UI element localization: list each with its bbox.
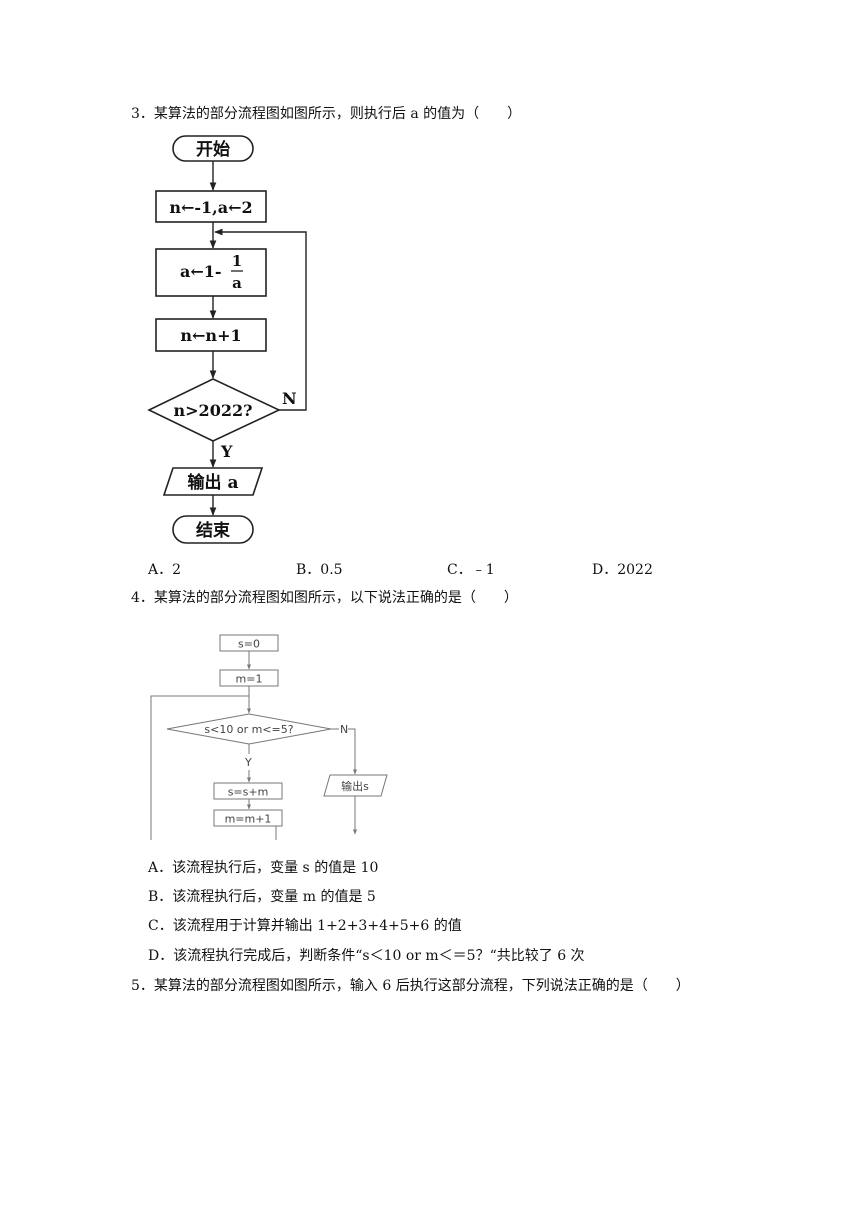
loop-back-line bbox=[150, 695, 277, 840]
output-label: 输出 a bbox=[188, 472, 239, 493]
s-update-box bbox=[213, 782, 283, 800]
q4-option-b: B．该流程执行后，变量 m 的值是 5 bbox=[148, 889, 376, 905]
s-init-label: s=0 bbox=[238, 638, 260, 651]
flowchart-q3: 开始 n←-1,a←2 a←1- 1 a n←n+1 n>2022? N Y 输… bbox=[147, 135, 307, 544]
assign-a-left: a←1- bbox=[180, 262, 222, 281]
yes-label: Y bbox=[244, 756, 252, 769]
loop-back-line bbox=[214, 228, 307, 411]
start-label: 开始 bbox=[196, 139, 230, 160]
assign-a-numerator: 1 bbox=[232, 252, 242, 270]
m-update-box bbox=[213, 809, 283, 827]
q3-option-a: A．2 bbox=[148, 562, 182, 578]
init-box bbox=[155, 190, 267, 223]
s-update-label: s=s+m bbox=[228, 786, 269, 799]
no-label: N bbox=[340, 723, 348, 736]
init-label: n←-1,a←2 bbox=[169, 198, 252, 217]
question-4-stem: 4．某算法的部分流程图如图所示，以下说法正确的是（ ） bbox=[131, 590, 518, 606]
output-parallelogram bbox=[162, 467, 264, 496]
q3-option-b: B．0.5 bbox=[296, 562, 343, 578]
question-3-stem: 3．某算法的部分流程图如图所示，则执行后 a 的值为（ ） bbox=[131, 106, 522, 122]
assign-a-box bbox=[155, 248, 267, 297]
condition-label: n>2022? bbox=[174, 401, 253, 420]
q4-option-c: C．该流程用于计算并输出 1+2+3+4+5+6 的值 bbox=[148, 918, 462, 934]
q4-option-d: D．该流程执行完成后，判断条件“s＜10 or m＜＝5？“共比较了 6 次 bbox=[148, 948, 585, 964]
q3-option-d: D．2022 bbox=[592, 562, 653, 578]
m-update-label: m=m+1 bbox=[225, 813, 272, 826]
increment-box bbox=[155, 318, 267, 352]
m-init-label: m=1 bbox=[236, 673, 263, 686]
assign-a-denominator: a bbox=[232, 274, 242, 292]
q3-option-c: C．﹣1 bbox=[447, 562, 495, 578]
end-label: 结束 bbox=[196, 520, 230, 541]
output-parallelogram bbox=[323, 774, 388, 797]
condition-label: s<10 or m<=5? bbox=[204, 723, 293, 736]
flowchart-q4: s=0 m=1 s<10 or m<=5? N 输出s Y s=s+m m=m+… bbox=[150, 634, 388, 840]
yes-label: Y bbox=[220, 442, 233, 461]
increment-label: n←n+1 bbox=[180, 326, 241, 345]
question-5-stem: 5．某算法的部分流程图如图所示，输入 6 后执行这部分流程，下列说法正确的是（ … bbox=[131, 978, 690, 994]
output-label: 输出s bbox=[341, 779, 369, 793]
no-label: N bbox=[282, 389, 297, 408]
end-terminal bbox=[172, 515, 254, 544]
q4-option-a: A．该流程执行后，变量 s 的值是 10 bbox=[148, 860, 379, 876]
